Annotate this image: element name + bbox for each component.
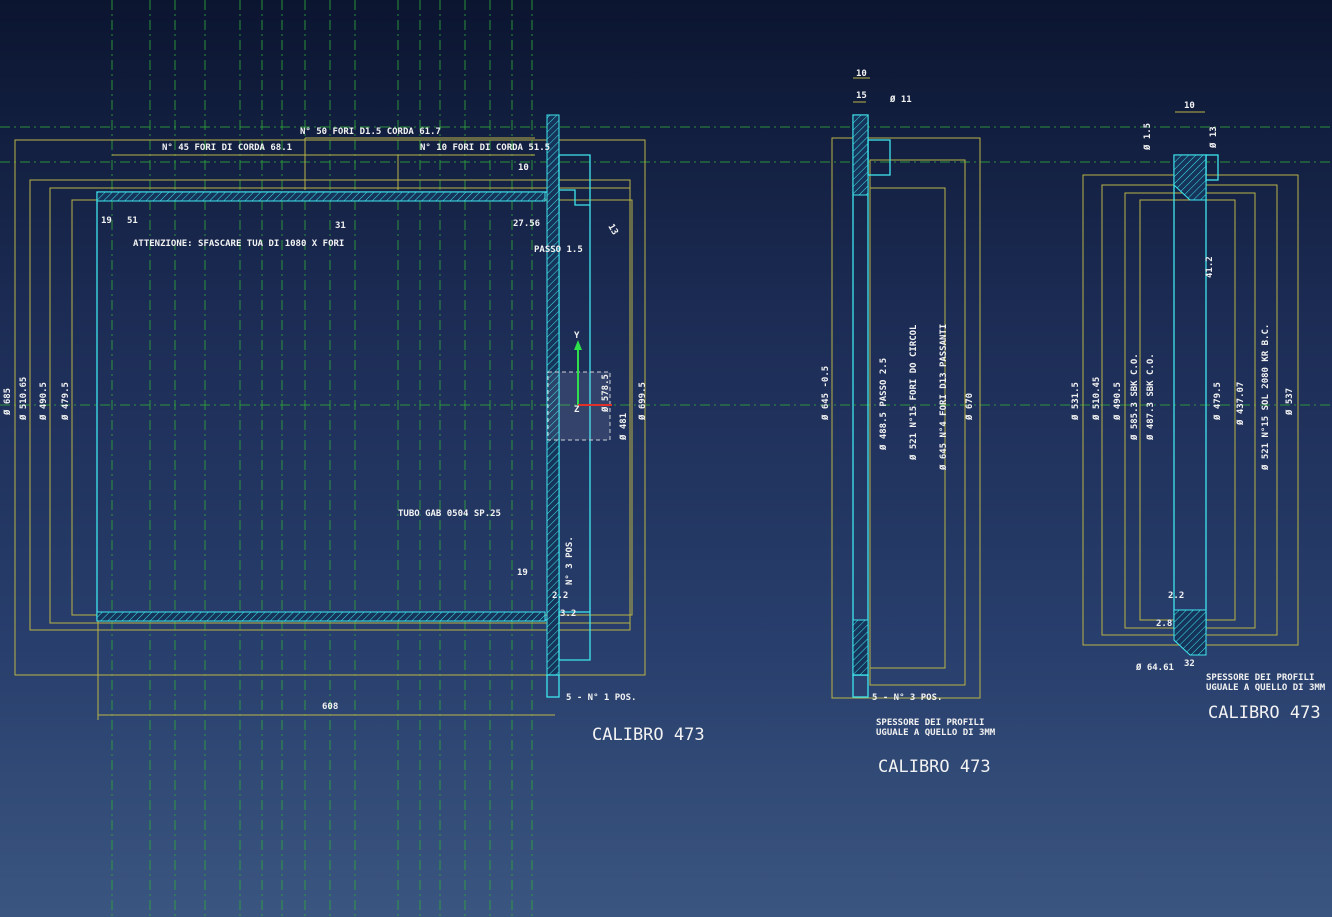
v3-dim-phi3: Ø 490.5	[1112, 382, 1123, 421]
v3-note-std2: UGUALE A QUELLO DI 3MM	[1206, 683, 1326, 693]
v3-dim-28: 2.8	[1156, 619, 1172, 629]
v3-dim-phi7: Ø 437.07	[1235, 382, 1246, 426]
view2-outline	[852, 114, 891, 698]
note-pos1: 5 - N° 1 POS.	[566, 693, 636, 703]
dim-608: 608	[322, 702, 338, 712]
v3-dim-10: 10	[1184, 101, 1195, 111]
view1-title: CALIBRO 473	[592, 725, 705, 745]
axis-triad: Y Z	[574, 331, 612, 415]
note-holes-total: N° 50 FORI D1.5 CORDA 61.7	[300, 127, 441, 137]
v3-note-std1: SPESSORE DEI PROFILI	[1206, 673, 1314, 683]
note-pitch: PASSO 1.5	[534, 245, 583, 255]
v2-note-pos3: 5 - N° 3 POS.	[872, 693, 942, 703]
view3-title: CALIBRO 473	[1208, 703, 1321, 723]
note-holes-left: N° 45 FORI DI CORDA 68.1	[162, 143, 292, 153]
v3-dim-phi8: Ø 521 N°15 SOL 2080 KR B.C.	[1260, 324, 1271, 471]
v2-dim-15: 15	[856, 91, 867, 101]
v2-dim-phi3: Ø 521 N°15 FORI DO CIRCOL	[908, 324, 919, 461]
dim-13: 13	[605, 223, 619, 237]
dim-27: 27.56	[513, 219, 540, 229]
view1-outline	[96, 114, 591, 698]
axis-y-label: Y	[574, 331, 580, 341]
dim-19: 19	[101, 216, 112, 226]
dim-phi-510: Ø 510.65	[18, 377, 29, 421]
v3-dim-64: Ø 64.61	[1135, 662, 1174, 673]
v3-dim-phi2: Ø 510.45	[1091, 377, 1102, 421]
dim-phi-578: Ø 578.5	[600, 374, 611, 413]
dim-phi-479: Ø 479.5	[60, 382, 71, 421]
note-tube: TUBO GAB 0504 SP.25	[398, 509, 501, 519]
v3-dim-phi4: Ø 585.3 SBK C.O.	[1129, 353, 1140, 441]
view-2-ring-section[interactable]: 10 15 Ø 11 Ø 645 -0.5 Ø 488.5 PASSO 2.5 …	[820, 69, 996, 777]
dim-phi-685: Ø 685	[2, 388, 13, 416]
v3-dim-phi9: Ø 537	[1284, 388, 1295, 416]
note-warning: ATTENZIONE: SFASCARE TUA DI 1080 X FORI	[133, 239, 344, 249]
axis-z-label: Z	[574, 405, 580, 415]
v2-dim-phi2: Ø 488.5 PASSO 2.5	[878, 358, 889, 451]
dim-31: 31	[335, 221, 346, 231]
dim-phi-490: Ø 490.5	[38, 382, 49, 421]
v3-dim-phi6: Ø 479.5	[1212, 382, 1223, 421]
v2-dim-11: Ø 11	[889, 94, 912, 105]
dim-19b: 19	[517, 568, 528, 578]
v2-note-std1: SPESSORE DEI PROFILI	[876, 718, 984, 728]
v3-dim-11: Ø 1.5	[1142, 123, 1153, 151]
dim-51: 51	[127, 216, 138, 226]
dim-phi-699: Ø 699.5	[637, 382, 648, 421]
dim-phi-481: Ø 481	[618, 413, 629, 441]
v2-dim-phi1: Ø 645 -0.5	[820, 366, 831, 421]
view-3-profile-section[interactable]: 10 Ø 1.5 Ø 13 41.2 2.2 2.8 Ø 64.61 32 Ø …	[1070, 101, 1326, 723]
v2-dim-10: 10	[856, 69, 867, 79]
note-pos3: N° 3 POS.	[565, 536, 575, 585]
view2-title: CALIBRO 473	[878, 757, 991, 777]
v3-dim-41: 41.2	[1205, 256, 1215, 278]
v2-dim-phi5: Ø 670	[964, 393, 975, 421]
v3-dim-13: Ø 13	[1208, 126, 1219, 149]
view2-diameter-dimensions	[831, 77, 981, 699]
view3-outline	[1173, 154, 1219, 656]
v2-note-std2: UGUALE A QUELLO DI 3MM	[876, 728, 996, 738]
v3-dim-22: 2.2	[1168, 591, 1184, 601]
dim-32: 3.2	[560, 609, 576, 619]
note-holes-right: N° 10 FORI DI CORDA 51.5	[420, 143, 550, 153]
dim-10: 10	[518, 163, 529, 173]
view-1-tube-section[interactable]: Y Z N° 50 FORI D1.5 CORDA 61.7 N° 45 FOR…	[2, 114, 705, 745]
dim-22: 2.2	[552, 591, 568, 601]
v3-dim-phi1: Ø 531.5	[1070, 382, 1081, 421]
v3-dim-32: 32	[1184, 659, 1195, 669]
v2-dim-phi4: Ø 645 N°4 FORI D13 PASSANTI	[938, 324, 949, 471]
v3-dim-phi5: Ø 487.3 SBK C.O.	[1145, 353, 1156, 441]
